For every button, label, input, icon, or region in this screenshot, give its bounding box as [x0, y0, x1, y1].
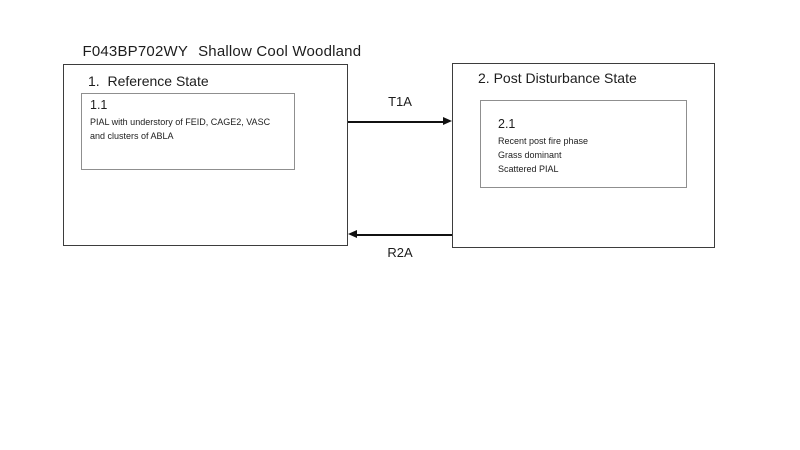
arrowhead-right-icon	[443, 117, 452, 125]
transition-label-r2a: R2A	[387, 245, 413, 260]
diagram-title: F043BP702WY Shallow Cool Woodland	[65, 26, 361, 77]
phase-box-2-1: 2.1 Recent post fire phase Grass dominan…	[480, 100, 687, 188]
phase-description-1-1: PIAL with understory of FEID, CAGE2, VAS…	[90, 117, 271, 141]
state-box-post-disturbance: 2. Post Disturbance State 2.1 Recent pos…	[452, 63, 715, 248]
phase-id-2-1: 2.1	[498, 117, 516, 131]
state-heading-post-disturbance: 2. Post Disturbance State	[478, 70, 637, 86]
phase-id-1-1: 1.1	[90, 98, 108, 112]
state-heading-reference: 1. Reference State	[88, 73, 209, 89]
phase-box-1-1: 1.1 PIAL with understory of FEID, CAGE2,…	[81, 93, 295, 170]
arrowhead-left-icon	[348, 230, 357, 238]
state-box-reference: 1. Reference State 1.1 PIAL with underst…	[63, 64, 348, 246]
transition-arrow-r2a	[356, 234, 452, 236]
transition-label-t1a: T1A	[388, 94, 412, 109]
phase-description-2-1-line-2: Grass dominant	[498, 150, 562, 160]
phase-description-2-1-line-1: Recent post fire phase	[498, 136, 589, 146]
ecosystem-name: Shallow Cool Woodland	[198, 43, 362, 60]
phase-description-2-1-line-3: Scattered PIAL	[498, 164, 559, 174]
transition-arrow-t1a	[348, 121, 444, 123]
ecosystem-code: F043BP702WY	[82, 43, 189, 60]
